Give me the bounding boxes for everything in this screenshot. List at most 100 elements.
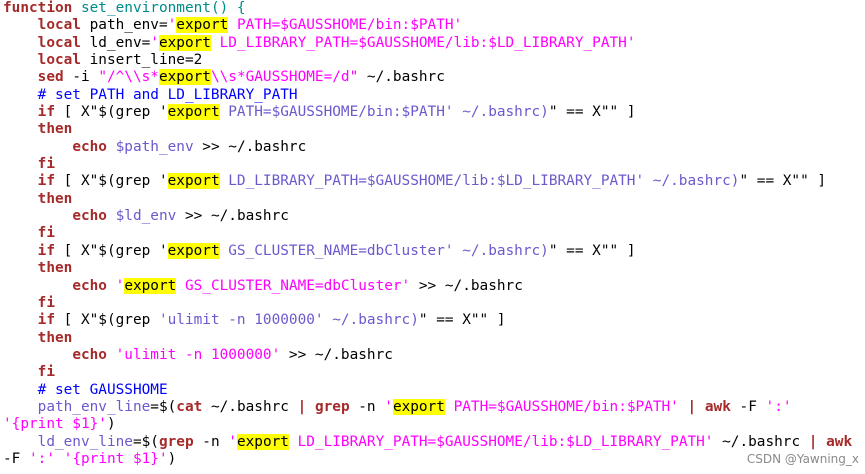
code-token: ':' (765, 398, 792, 415)
code-line: echo 'export GS_CLUSTER_NAME=dbCluster' … (3, 277, 863, 295)
code-token: [ X"$(grep ' (54, 173, 168, 190)
code-token: # set PATH and LD_LIBRARY_PATH (37, 86, 298, 103)
code-line: function set_environment() { (3, 0, 863, 17)
code-token: if (37, 173, 55, 190)
code-token: then (37, 121, 73, 138)
code-line: '{print $1}') (3, 416, 863, 433)
code-token: fi (37, 225, 55, 242)
code-token (3, 295, 38, 311)
code-token: fi (37, 294, 55, 311)
code-token (107, 278, 116, 294)
code-token (55, 451, 64, 467)
code-line: then (3, 260, 863, 277)
code-token: if (37, 104, 55, 121)
code-token: -n (193, 433, 229, 450)
code-token (696, 399, 705, 415)
code-token: export (158, 69, 211, 86)
code-token: echo (72, 346, 107, 363)
code-token: =$( (132, 433, 159, 450)
code-token (3, 208, 72, 224)
code-line: # set PATH and LD_LIBRARY_PATH (3, 87, 863, 104)
code-token: " == X"" ] (418, 312, 506, 329)
code-token (3, 330, 38, 346)
code-token: '{print $1}' (63, 450, 168, 467)
code-token: \\s*GAUSSHOME=/d" (210, 69, 359, 86)
code-token (3, 121, 38, 137)
code-token: echo (72, 208, 107, 225)
code-line: if [ X"$(grep 'export GS_CLUSTER_NAME=db… (3, 242, 863, 260)
code-token: ' (115, 277, 125, 294)
code-line: then (3, 121, 863, 138)
code-line: fi (3, 156, 863, 173)
code-token: -n (349, 398, 385, 415)
code-token: GS_CLUSTER_NAME=dbCluster' (176, 277, 411, 294)
code-line: path_env_line=$(cat ~/.bashrc | grep -n … (3, 398, 863, 416)
code-token: =$( (150, 398, 177, 415)
code-token: [ X"$(grep ' (54, 242, 168, 259)
code-token: '{print $1}' (3, 416, 107, 433)
code-token: path_env_line (37, 398, 151, 415)
code-token: export (176, 17, 229, 34)
code-token: path_env= (80, 17, 168, 34)
code-token: -F (3, 450, 29, 467)
code-token: if (37, 242, 55, 259)
code-token: >> ~/.bashrc (280, 346, 393, 363)
code-token: $ld_env (115, 208, 177, 225)
code-line: echo $path_env >> ~/.bashrc (3, 139, 863, 156)
code-token (3, 278, 72, 294)
code-token: $path_env (115, 138, 194, 155)
code-token: -i (63, 69, 99, 86)
code-token: grep (158, 433, 194, 450)
code-token: " == X"" ] (548, 104, 636, 121)
code-token: ~/.bashrc (358, 69, 445, 86)
code-token: local (37, 52, 81, 69)
code-editor[interactable]: function set_environment() { local path_… (3, 0, 863, 468)
code-line: echo 'ulimit -n 1000000' >> ~/.bashrc (3, 347, 863, 364)
code-token: ' (384, 398, 393, 415)
code-token (3, 243, 38, 259)
code-token: ~/.bashrc (202, 398, 298, 415)
code-token: ) (167, 450, 177, 467)
code-token: PATH=$GAUSSHOME/bin:$PATH' ~/.bashrc) (219, 104, 549, 121)
code-line: echo $ld_env >> ~/.bashrc (3, 208, 863, 225)
code-token: fi (37, 364, 55, 381)
code-token: insert_line=2 (80, 52, 203, 69)
code-token: ld_env_line (37, 433, 133, 450)
code-token: export (392, 398, 445, 415)
code-token (306, 399, 315, 415)
code-token: if (37, 312, 55, 329)
code-line: sed -i "/^\\s*export\\s*GAUSSHOME=/d" ~/… (3, 69, 863, 86)
code-token: PATH=$GAUSSHOME/bin:$PATH' (228, 17, 463, 34)
code-line: fi (3, 225, 863, 242)
watermark: CSDN @Yawning_x (746, 452, 859, 466)
code-line: local path_env='export PATH=$GAUSSHOME/b… (3, 17, 863, 34)
code-token: ~/.bashrc (713, 433, 809, 450)
code-line: then (3, 330, 863, 347)
code-token: export (158, 34, 211, 51)
code-line: fi (3, 364, 863, 381)
code-token: LD_LIBRARY_PATH=$GAUSSHOME/lib:$LD_LIBRA… (219, 173, 740, 190)
code-token (3, 104, 38, 120)
code-token (3, 87, 38, 103)
code-token: sed (37, 69, 64, 86)
code-token: LD_LIBRARY_PATH=$GAUSSHOME/lib:$LD_LIBRA… (210, 34, 636, 51)
code-token: local (37, 17, 81, 34)
code-token (107, 139, 116, 155)
code-token: >> ~/.bashrc (410, 277, 523, 294)
code-token: GS_CLUSTER_NAME=dbCluster' ~/.bashrc) (219, 242, 549, 259)
code-line: ld_env_line=$(grep -n 'export LD_LIBRARY… (3, 433, 863, 451)
code-token (3, 434, 38, 450)
code-line: if [ X"$(grep 'export LD_LIBRARY_PATH=$G… (3, 173, 863, 190)
code-token: | (808, 433, 818, 450)
code-token: export (124, 277, 177, 294)
code-line: fi (3, 295, 863, 312)
code-token (3, 139, 72, 155)
code-token (3, 173, 38, 189)
code-token (72, 0, 81, 16)
code-line: -F ':' '{print $1}') (3, 451, 863, 468)
code-token: | (297, 398, 307, 415)
code-token: PATH=$GAUSSHOME/bin:$PATH' (444, 398, 679, 415)
code-token: echo (72, 138, 107, 155)
code-line: local ld_env='export LD_LIBRARY_PATH=$GA… (3, 34, 863, 52)
code-token: then (37, 190, 73, 207)
